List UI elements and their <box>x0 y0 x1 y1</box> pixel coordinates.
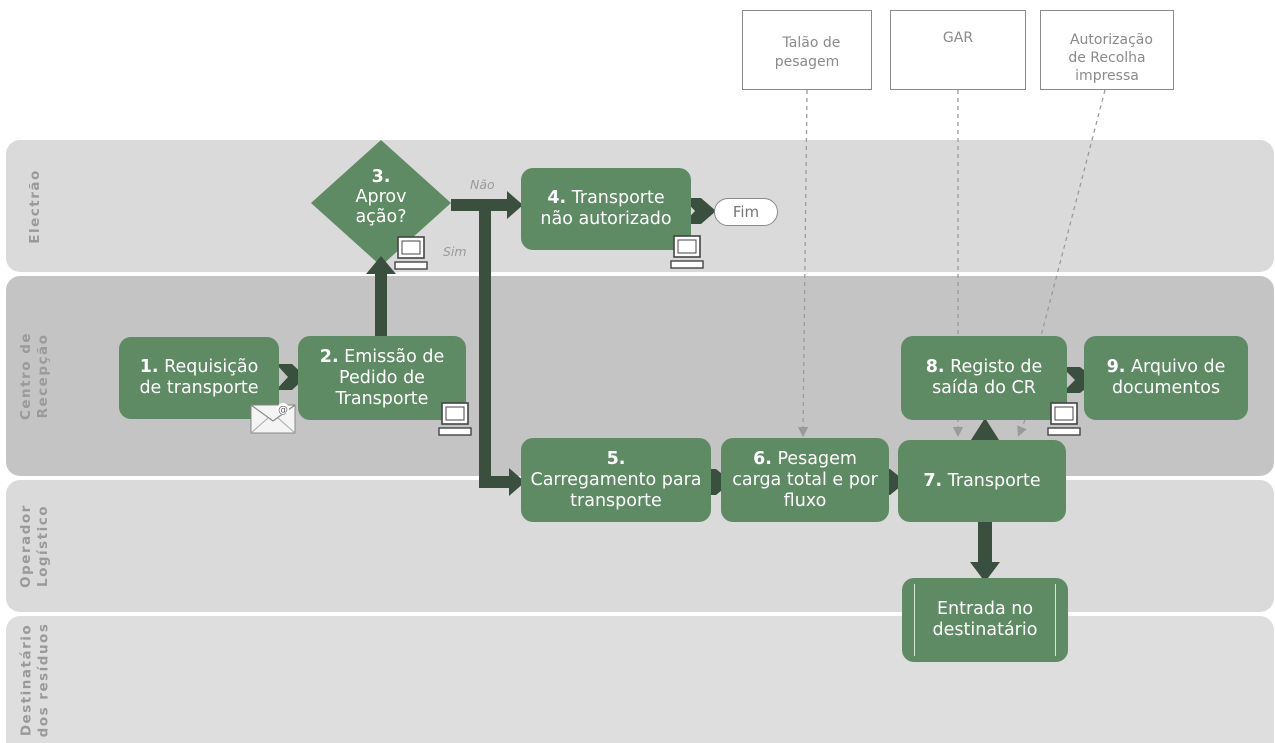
doc-autorizacao-recolha: Autorização de Recolha impressa <box>1040 10 1174 90</box>
step-9-arquivo[interactable]: 9. Arquivo de documentos <box>1084 336 1248 420</box>
end-terminal-fim[interactable]: Fim <box>714 198 778 226</box>
step-3-aprovacao[interactable]: 3.Aprov ação? <box>355 167 407 227</box>
subprocess-bar-left <box>914 584 915 656</box>
step-7-transporte[interactable]: 7. Transporte <box>898 440 1066 522</box>
arrow-2-3 <box>366 256 396 274</box>
step-6-pesagem[interactable]: 6. Pesagem carga total e por fluxo <box>721 438 889 522</box>
step-8-registo-saida[interactable]: 8. Registo de saída do CR <box>901 336 1067 420</box>
step-2-emissao[interactable]: 2. Emissão de Pedido de Transporte <box>298 336 466 420</box>
computer-icon <box>438 402 472 436</box>
arrow-4-fim <box>683 198 716 224</box>
svg-text:@: @ <box>278 405 288 416</box>
arrow-7-entrada <box>970 562 1000 582</box>
step-4-nao-autorizado[interactable]: 4. Transporte não autorizado <box>521 168 691 250</box>
edge-label-sim: Sim <box>443 244 467 259</box>
computer-icon <box>1047 402 1081 436</box>
doc-talao-pesagem: Talão de pesagem <box>742 10 872 90</box>
doc-gar: GAR <box>890 10 1026 90</box>
step-1-requisicao[interactable]: 1. Requisição de transporte <box>119 337 279 419</box>
doc-link-talao <box>797 89 809 438</box>
email-icon: @ <box>250 403 296 434</box>
doc-link-autorizacao-down <box>1017 419 1027 437</box>
arrow-7-8 <box>971 418 999 444</box>
subprocess-bar-right <box>1055 584 1056 656</box>
edge-label-nao: Não <box>470 177 495 192</box>
step-5-carregamento[interactable]: 5.Carregamento para transporte <box>521 438 711 522</box>
doc-link-autorizacao <box>1039 89 1106 341</box>
computer-icon <box>670 235 704 269</box>
arrow-3-5 <box>509 468 525 496</box>
step-entrada-destinatario[interactable]: Entrada no destinatário <box>902 578 1068 662</box>
computer-icon <box>394 236 428 270</box>
decision-diamond <box>311 140 451 266</box>
arrow-3-4 <box>507 191 523 219</box>
